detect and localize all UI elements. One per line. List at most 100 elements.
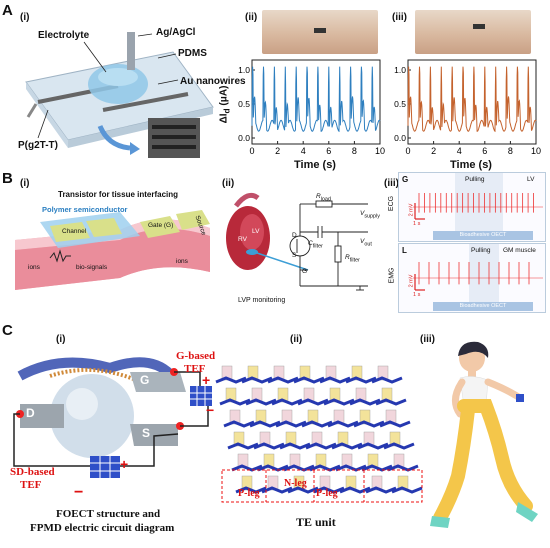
y-tick-label: 0.0 <box>394 133 406 143</box>
foect-d: D <box>26 406 35 420</box>
panel-c-sub-i: (i) <box>56 334 66 345</box>
label-bio-signals: bio-signals <box>76 264 108 271</box>
te-connector <box>313 486 345 494</box>
emg-scale-v: 2 mV <box>408 274 415 288</box>
circuit-rload-main: R <box>316 193 321 200</box>
circuit-rload: Rload <box>316 193 331 202</box>
te-connector <box>223 420 255 428</box>
emg-ylabel: EMG <box>388 267 396 284</box>
oect-device-illustration <box>25 32 214 158</box>
caption-line1: FOECT structure and <box>56 508 161 520</box>
ecg-trace <box>413 193 543 220</box>
te-connector <box>245 398 277 406</box>
te-connector <box>357 442 389 450</box>
emg-pulling: Pulling <box>471 247 491 254</box>
te-connector <box>235 486 267 494</box>
circuit-vout-main: V <box>360 238 365 245</box>
label-polymer-semiconductor: Polymer semiconductor <box>42 205 128 214</box>
y-tick-label: 0.5 <box>394 99 406 109</box>
te-connector <box>249 420 281 428</box>
label-p2gt: P(g2T-T) <box>18 140 58 151</box>
te-connector <box>227 442 259 450</box>
panel-c-sub-ii: (ii) <box>290 334 303 345</box>
circuit-cfilter: Cfilter <box>308 240 323 249</box>
te-connector <box>345 376 377 384</box>
sdtef-plus: + <box>120 456 129 472</box>
pulse-trace <box>407 66 537 133</box>
te-connector <box>335 464 367 472</box>
te-connector <box>331 442 363 450</box>
circuit-rfilter-sub: filter <box>349 257 360 264</box>
panel-c-letter: C <box>2 322 13 339</box>
te-unit-array <box>215 365 423 503</box>
panel-a-letter: A <box>2 2 13 19</box>
sdtef-line1: SD-based <box>10 466 55 478</box>
te-connector <box>353 420 385 428</box>
te-connector <box>309 464 341 472</box>
panel-b-sub-ii: (ii) <box>222 178 235 189</box>
te-connector <box>371 376 403 384</box>
emg-tag: GM muscle <box>503 247 536 254</box>
ecg-scale-v: 2 mV <box>408 203 415 217</box>
te-connector <box>279 442 311 450</box>
te-connector <box>241 376 273 384</box>
circuit-d: D <box>292 232 297 239</box>
caption-line2: FPMD electric circuit diagram <box>30 522 175 534</box>
te-connector <box>297 398 329 406</box>
chart-ii-ylabel: ΔId (μA) <box>218 86 231 124</box>
circuit-vsupply-main: V <box>360 210 365 217</box>
foect-illustration <box>13 357 212 478</box>
te-connector <box>287 486 319 494</box>
te-connector <box>383 442 415 450</box>
x-tick-label: 4 <box>457 146 462 156</box>
heart-circuit-illustration <box>226 192 368 291</box>
sdtef-minus: − <box>74 484 84 501</box>
gtef-line2: TEF <box>184 363 206 375</box>
te-connector <box>283 464 315 472</box>
label-gate: Gate (G) <box>148 222 174 229</box>
te-connector <box>379 420 411 428</box>
x-tick-label: 6 <box>482 146 487 156</box>
label-electrolyte: Electrolyte <box>38 30 90 41</box>
label-au-nanowires: Au nanowires <box>180 76 246 87</box>
te-connector <box>339 486 371 494</box>
ecg-letter: G <box>402 175 409 184</box>
runner-illustration <box>430 341 538 528</box>
te-connector <box>275 420 307 428</box>
x-tick-label: 8 <box>352 146 357 156</box>
te-unit-caption: TE unit <box>296 515 336 529</box>
gtef-plus: + <box>202 372 211 388</box>
sdtef-line2: TEF <box>20 479 42 491</box>
te-connector <box>231 464 263 472</box>
panel-b-sub-i: (i) <box>20 178 30 189</box>
circuit-g: G <box>302 268 308 275</box>
x-tick-label: 0 <box>405 146 410 156</box>
label-pdms: PDMS <box>178 48 207 59</box>
foect-g: G <box>140 373 150 387</box>
circuit-rfilter-main: R <box>345 254 350 261</box>
label-ions-left: ions <box>28 264 40 271</box>
panel-a-sub-i: (i) <box>20 12 30 23</box>
te-connector <box>215 376 247 384</box>
pleg2-label: P-leg <box>316 488 338 499</box>
gtef-minus: − <box>206 402 215 418</box>
chart-iii-xlabel: Time (s) <box>450 159 492 171</box>
circuit-vout-sub: out <box>364 241 372 248</box>
pulse-trace <box>251 66 381 133</box>
heart-caption: LVP monitoring <box>238 297 286 304</box>
te-connector <box>305 442 337 450</box>
circuit-vout: Vout <box>360 238 372 247</box>
emg-trace <box>413 262 543 291</box>
emg-panel: L Pulling GM muscle 2 mV 1 s Bioadhesive… <box>398 243 546 313</box>
label-agagcl: Ag/AgCl <box>156 27 196 38</box>
te-connector <box>323 398 355 406</box>
pleg-label: P-leg <box>238 488 260 499</box>
te-connector <box>387 464 419 472</box>
ecg-tag: LV <box>527 176 535 183</box>
ecg-scale-t: 1 s <box>413 221 421 227</box>
panel-b-letter: B <box>2 170 13 187</box>
te-connector <box>253 442 285 450</box>
circuit-rfilter: Rfilter <box>345 254 360 263</box>
te-connector <box>267 376 299 384</box>
